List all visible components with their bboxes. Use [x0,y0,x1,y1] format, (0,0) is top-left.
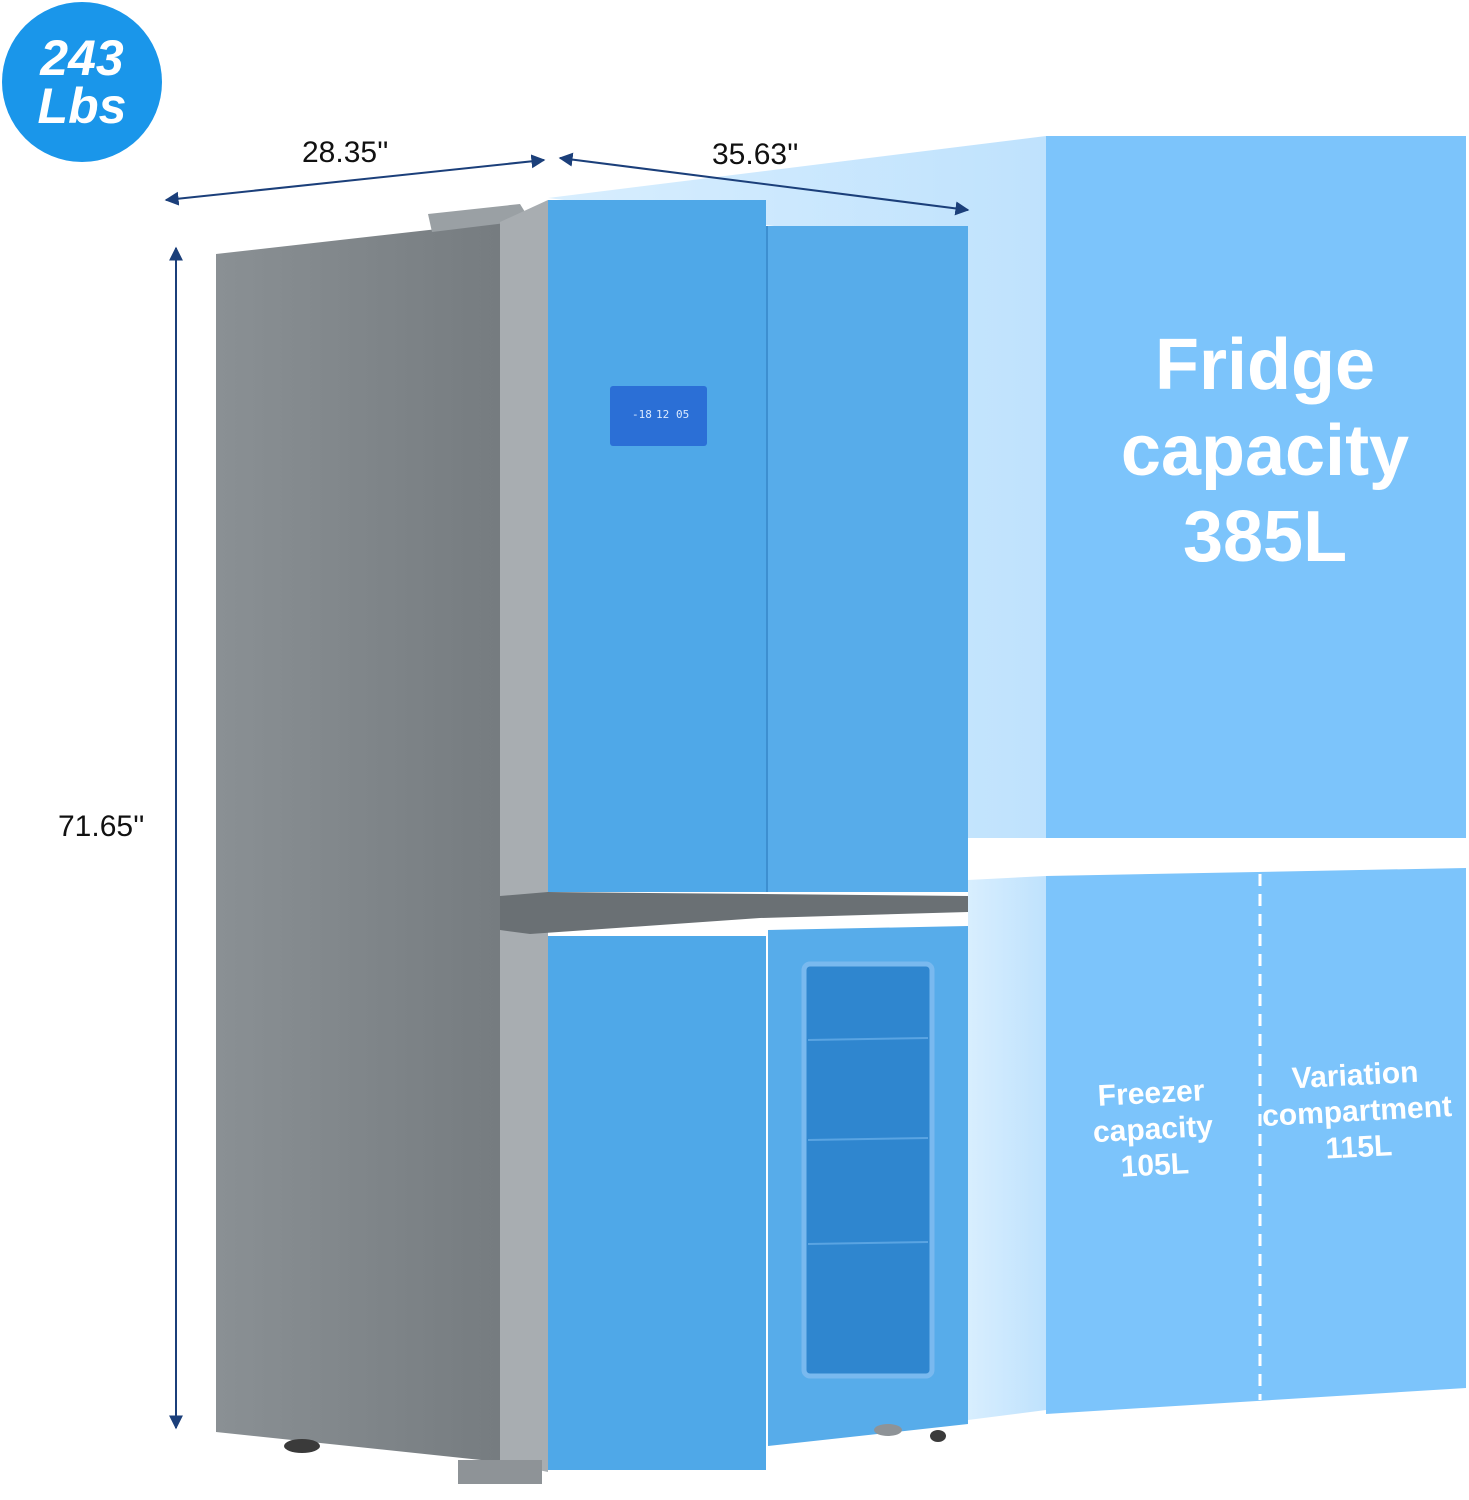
control-display-panel: -18 12 05 [610,386,707,446]
fridge-capacity-block [1046,136,1466,838]
left-fridge-door [548,200,766,892]
right-fridge-door [768,226,968,892]
variation-capacity-text: Variation compartment 115L [1259,1053,1454,1171]
fridge-capacity-line1: Fridge [1154,325,1375,405]
weight-badge: 243 Lbs [2,2,162,162]
depth-label: 28.35'' [302,136,389,169]
width-arrow [558,152,970,216]
width-label: 35.63'' [712,138,799,171]
foot-right [930,1430,946,1442]
foot-left [284,1439,320,1453]
fridge-capacity-line2: capacity [1120,411,1410,491]
fridge-temp-readout: 12 [656,408,669,421]
lower-capacity-block [1046,868,1466,1414]
freezer-temp-readout: -18 [632,408,652,421]
left-freezer-door [548,936,766,1470]
glass-window [801,961,935,1379]
weight-unit: Lbs [37,78,127,134]
freezer-capacity-text: Freezer capacity 105L [1067,1072,1238,1189]
height-label: 71.65'' [58,810,145,843]
capacity-block-top-face [548,136,1046,838]
foot-mid [874,1424,902,1436]
middle-handle-bar [500,892,968,934]
variation-temp-readout: 05 [676,408,689,421]
top-hinge [428,204,530,232]
fridge-capacity-text: Fridge capacity 385L [1100,322,1430,580]
front-frame-strip [500,200,548,1472]
depth-arrow [164,154,546,206]
weight-value: 243 [40,30,124,86]
capacity-block-side-face-lower [968,876,1046,1420]
foot-front [458,1460,542,1484]
fridge-side-panel [216,222,500,1462]
fridge-capacity-line3: 385L [1182,497,1348,577]
